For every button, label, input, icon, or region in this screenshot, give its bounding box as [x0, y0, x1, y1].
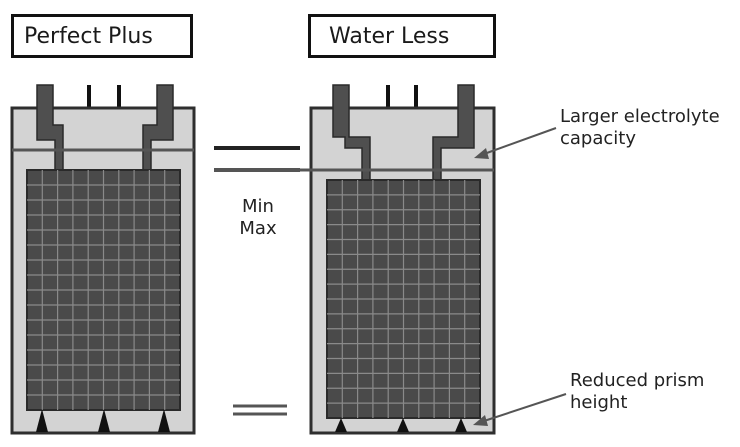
electrolyte-arrowhead [474, 148, 489, 159]
left-battery-title: Perfect Plus [24, 23, 153, 49]
electrolyte-arrow-line [483, 127, 557, 155]
level-markers [214, 146, 300, 416]
prism-arrow-line [483, 393, 567, 422]
right-plate-gridlines [327, 180, 480, 418]
prism-arrowhead [473, 415, 488, 426]
left-top-pin-2 [117, 85, 121, 109]
right-prism-2 [397, 418, 409, 432]
right-battery [300, 84, 496, 435]
left-battery-title-box: Perfect Plus [11, 14, 193, 58]
electrolyte-annotation-line1: Larger electrolyte [560, 106, 720, 127]
left-top-pin-1 [87, 85, 91, 109]
right-top-pin-1 [386, 85, 390, 109]
left-battery [10, 84, 196, 435]
right-battery-title-box: Water Less [308, 14, 496, 58]
left-plate-gridlines [27, 170, 180, 410]
right-battery-title: Water Less [329, 23, 450, 49]
right-prism-1 [335, 418, 347, 432]
left-prism-1 [36, 409, 48, 432]
left-prism-2 [98, 409, 110, 432]
prism-annotation-line2: height [570, 392, 628, 413]
min-label: Min [242, 196, 274, 217]
right-prism-3 [455, 418, 467, 432]
right-top-pin-2 [414, 85, 418, 109]
left-prism-3 [158, 409, 170, 432]
electrolyte-annotation: Larger electrolyte capacity [560, 106, 720, 150]
level-labels: Min Max [236, 196, 280, 240]
annotation-arrows [473, 127, 567, 426]
prism-annotation: Reduced prism height [570, 370, 704, 414]
electrolyte-annotation-line2: capacity [560, 128, 636, 149]
prism-annotation-line1: Reduced prism [570, 370, 705, 391]
max-label: Max [239, 218, 277, 239]
